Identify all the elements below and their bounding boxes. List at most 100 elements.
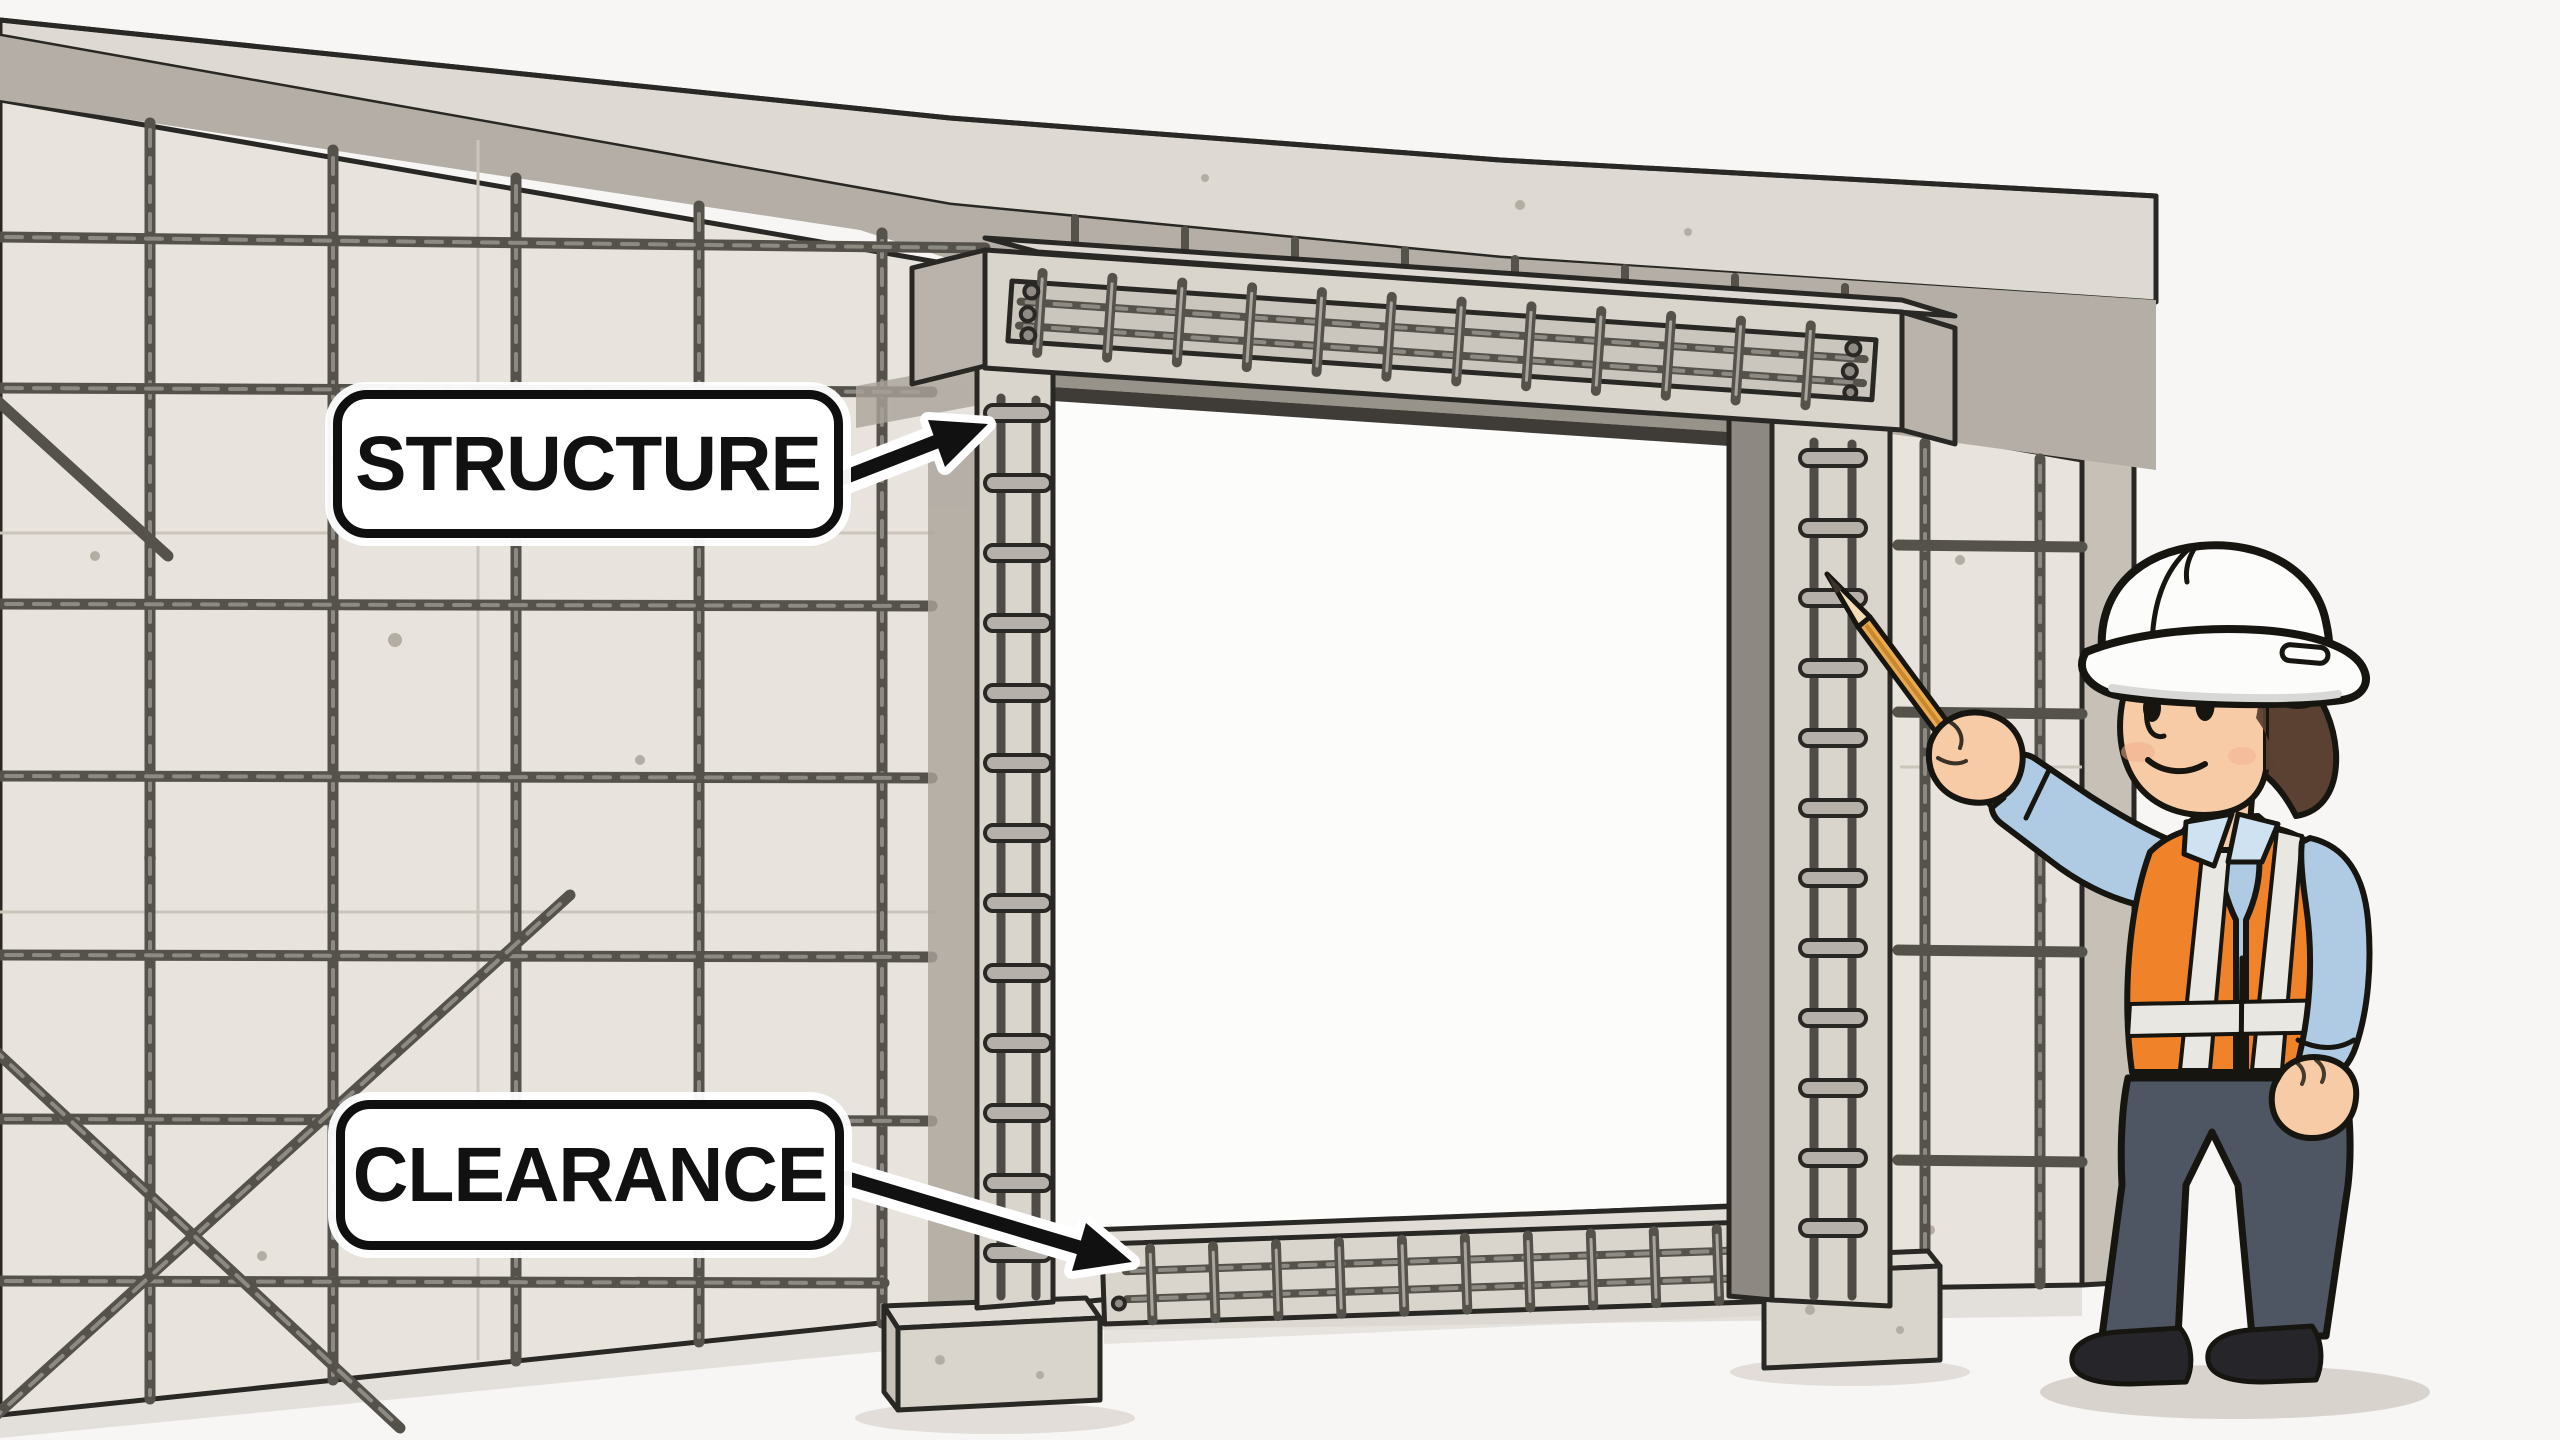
structure-callout-text: STRUCTURE [355,420,822,507]
ladder-rung [983,893,1053,913]
lintel-top-face [982,235,1958,319]
rebar-texture [4,953,928,959]
rebar-texture [1130,1274,1783,1301]
ladder-rung [983,1103,1053,1123]
sill-stirrup [1339,1242,1341,1314]
soffit-shadow [1053,387,1729,446]
rebar-bar [1892,1154,2088,1168]
ladder-rung [1798,518,1868,538]
hand-right [2268,1054,2360,1141]
ladder-rung [983,403,1053,423]
wall-top-edge [0,17,2159,300]
ladder-rung [983,963,1053,983]
opening-clear-area [1050,370,1732,1237]
shoe-left [2069,1325,2194,1387]
rebar-diagonal [0,395,174,562]
lintel-stirrup [1666,316,1671,396]
sill-stirrup [1717,1229,1719,1301]
column-shadow [928,418,977,1302]
ladder-rung [1798,798,1868,818]
lintel-rebar-panel [1005,271,1879,410]
ladder-rung [1798,868,1868,888]
lintel-stirrup [1596,311,1601,391]
lintel-stirrup [1386,297,1391,377]
ladder-rung [1798,658,1868,678]
lintel-stirrup [1805,325,1810,405]
column-left [974,361,1056,1311]
rebar-texture [1024,300,1861,361]
vest-center-line [2238,955,2245,1075]
bolt [1018,305,1037,324]
rebar-texture [4,774,928,780]
wall-opening [1050,370,1732,1237]
bolt [1022,282,1041,301]
ladder-rung [1798,1218,1868,1238]
ladder-rung [983,1173,1053,1193]
rebar-texture [4,235,982,250]
clearance-callout-text: CLEARANCE [352,1131,828,1218]
lintel-stirrup [1247,287,1252,367]
sill-stirrup [1591,1233,1593,1305]
lintel-stirrup [1037,273,1042,353]
rebar-bar [1892,539,2088,553]
rebar-texture [0,902,562,1416]
sill-stirrup [1654,1231,1656,1303]
rebar-texture [1022,323,1860,385]
ladder-rung [983,473,1053,493]
ladder-rung [1798,448,1868,468]
sill-stirrup [1528,1236,1530,1308]
ladder-rung [983,613,1053,633]
blush-right [2228,747,2256,765]
bolt [1019,326,1038,345]
arrow-shaft [836,434,945,485]
ladder-rung [1798,1078,1868,1098]
column-side-face [1726,411,1775,1303]
arrow-head [1072,1223,1132,1271]
cuff-line-left [2023,765,2053,821]
ladder-rung [983,683,1053,703]
column-front-face [1769,415,1893,1309]
arrow-head [928,420,988,467]
collar-right [2225,811,2281,865]
ladder-rung [1798,1008,1868,1028]
column-right [1726,411,1893,1309]
hand-knuckles [2294,1058,2326,1086]
rebar-texture [1129,1246,1782,1273]
hand-finger-lines [1936,720,1968,766]
sill-stirrup [1213,1246,1215,1318]
rebar-texture [0,1052,394,1422]
lintel-stirrup [1736,321,1741,401]
lintel-beam [909,235,1958,447]
sill-stirrup [1276,1244,1278,1316]
bolt [1840,362,1859,381]
lintel-end-face-right [1899,309,1958,447]
hat-vent [2279,642,2331,666]
lintel-shadow [856,362,985,428]
sill-stirrup [1465,1238,1467,1310]
ladder-rung [983,823,1053,843]
ladder-rung [1798,1148,1868,1168]
ladder-rung [1798,938,1868,958]
sill-stirrup [1402,1240,1404,1312]
bolt [1110,1295,1127,1312]
worker-figure [1824,541,2430,1419]
lintel-stirrup [1107,278,1112,358]
rebar-texture [4,602,928,608]
clearance-arrow [829,1161,1140,1279]
ladder-rung [983,1033,1053,1053]
lintel-stirrup [1456,302,1461,382]
frame-shadows [856,362,985,1302]
ladder-rung [983,753,1053,773]
arrow-shaft [839,1171,1088,1255]
hat-brim-shade [2108,684,2342,703]
ladder-rung [1798,728,1868,748]
lintel-stirrup [1317,292,1322,372]
bolt [1842,384,1859,401]
hard-hat-icon [2078,541,2370,709]
pencil-graphite [1827,574,1842,594]
cuff-line-right [2295,1037,2357,1050]
lintel-stirrup [1177,283,1182,363]
bolt [1844,339,1863,358]
